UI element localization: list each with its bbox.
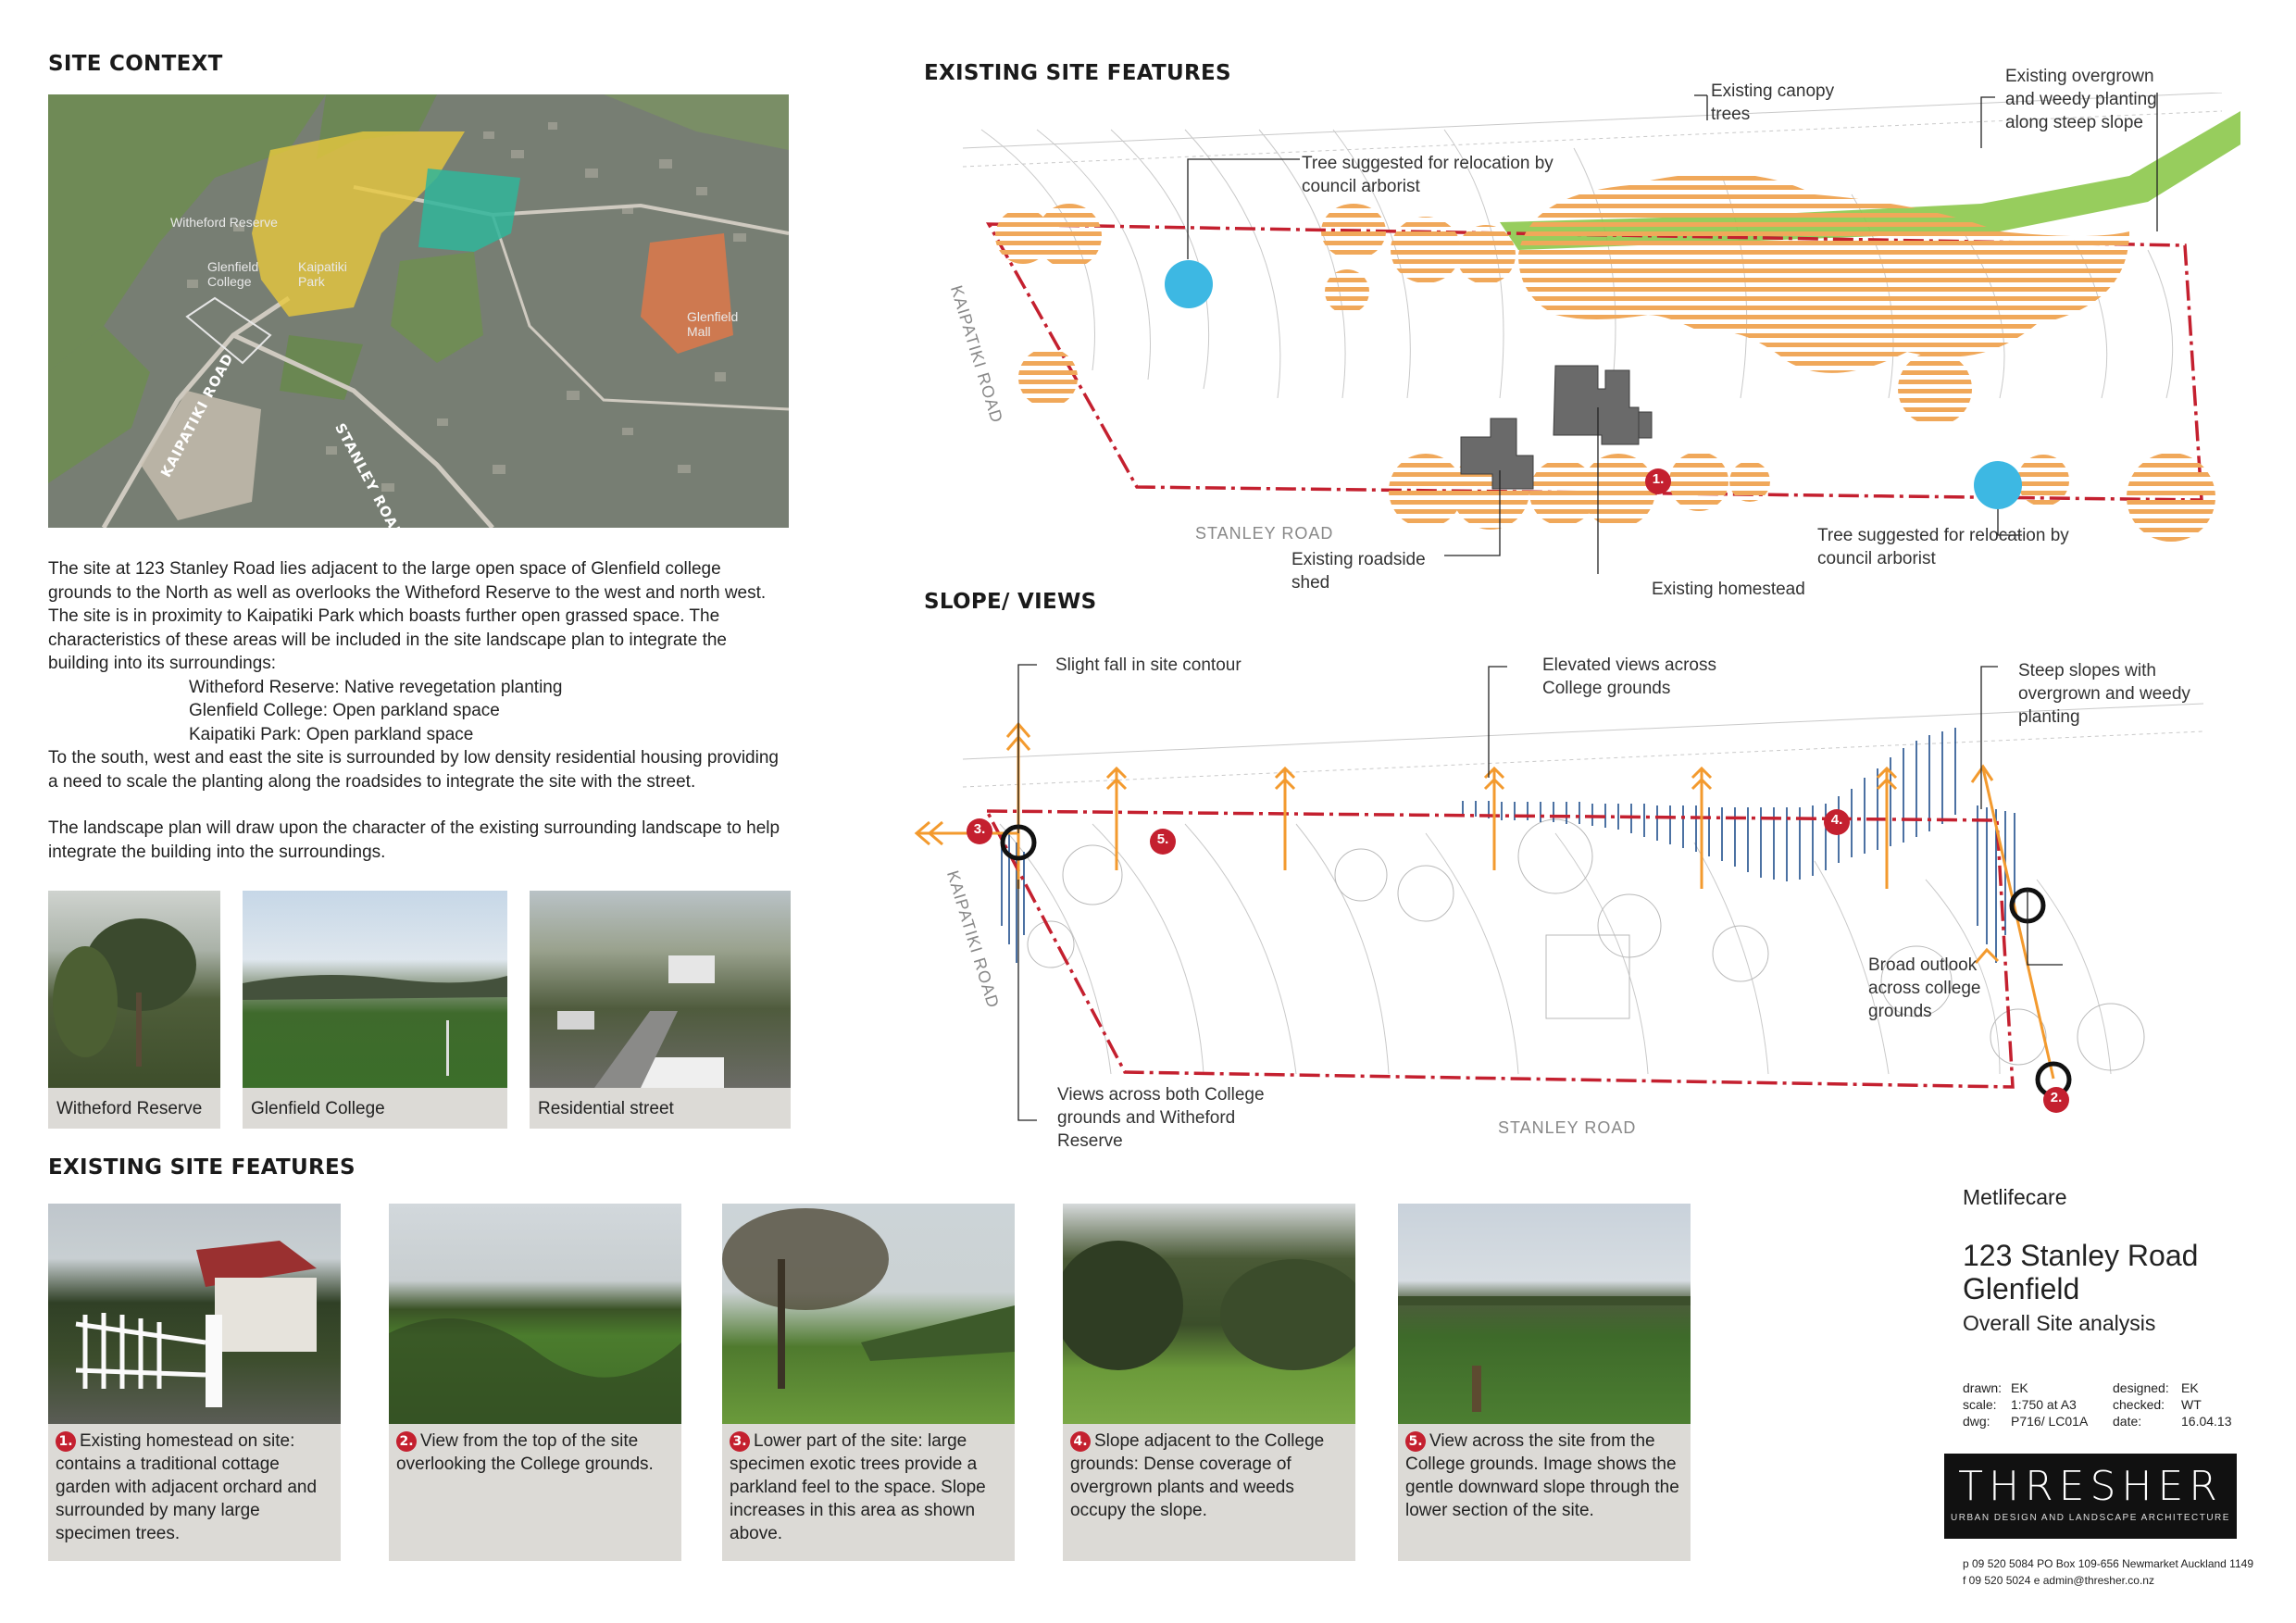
slope-marker-2[interactable]: 2. [2050,1090,2063,1105]
meta-label: scale: [1963,1397,1997,1412]
feature-photo-top-view [389,1204,681,1424]
drawing-meta-table: drawn: EK designed: EK scale: 1:750 at A… [1963,1380,2236,1429]
label-canopy-trees: Existing canopy trees [1711,81,1835,124]
label-relocation-tree-a: Tree suggested for relocation by council… [1302,154,1554,196]
site-context-list-item: Kaipatiki Park: Open parkland space [189,724,474,744]
slope-views-plan: KAIPATIKI ROAD STANLEY ROAD 3. 5. 4. 2. [907,648,2240,1148]
contact-line-1: p 09 520 5084 PO Box 109-656 Newmarket A… [1963,1557,2253,1570]
feature-caption-text: View across the site from the College gr… [1405,1431,1679,1520]
meta-value: EK [2181,1380,2199,1395]
feature-caption-text: View from the top of the site overlookin… [396,1431,654,1474]
meta-value: WT [2181,1397,2202,1412]
slope-road-stanley: STANLEY ROAD [1498,1118,1637,1137]
feature-photo-homestead [48,1204,341,1424]
feature-number-badge: 2. [396,1431,417,1452]
feature-photo-lower-site [722,1204,1015,1424]
aerial-map-graphic [48,94,789,528]
label-relocation-tree-b: Tree suggested for relocation by council… [1817,526,2069,568]
label-roadside-shed: Existing roadside shed [1292,550,1426,593]
label-views-both: Views across both College grounds and Wi… [1057,1085,1265,1151]
feature-number-badge: 4. [1070,1431,1091,1452]
site-context-list-item: Witheford Reserve: Native revegetation p… [189,677,563,697]
slope-marker-3[interactable]: 3. [973,821,986,837]
contact-line-2: f 09 520 5024 e admin@thresher.co.nz [1963,1574,2154,1587]
site-context-paragraph-1: The site at 123 Stanley Road lies adjace… [48,559,767,673]
label-elevated-views: Elevated views across College grounds [1542,655,1716,698]
meta-value: P716/ LC01A [2011,1414,2089,1429]
label-broad-outlook: Broad outlook across college grounds [1868,955,1981,1021]
label-existing-homestead: Existing homestead [1652,580,1805,599]
site-context-heading: SITE CONTEXT [48,52,223,76]
meta-value: 16.04.13 [2181,1414,2232,1429]
map-label-glenfield-mall: Glenfield Mall [687,309,739,339]
feature-caption: 3.Lower part of the site: large specimen… [722,1424,1015,1561]
site-context-paragraph-3: The landscape plan will draw upon the ch… [48,818,780,862]
plan-marker-1[interactable]: 1. [1652,471,1665,487]
drawing-subtitle: Overall Site analysis [1963,1311,2156,1335]
photo-glenfield-college [243,891,507,1088]
meta-label: date: [2113,1414,2142,1429]
feature-number-badge: 1. [56,1431,76,1452]
feature-caption-text: Existing homestead on site: contains a t… [56,1431,318,1543]
feature-number-badge: 3. [730,1431,750,1452]
project-address-line-2: Glenfield [1963,1272,2080,1305]
meta-label: checked: [2113,1397,2165,1412]
meta-value: EK [2011,1380,2028,1395]
client-name: Metlifecare [1963,1185,2067,1209]
aerial-map: Witheford Reserve Glenfield College Kaip… [48,94,789,528]
meta-label: designed: [2113,1380,2169,1395]
logo-subtitle: URBAN DESIGN AND LANDSCAPE ARCHITECTURE [1951,1513,2230,1523]
slope-views-heading: SLOPE/ VIEWS [924,590,1097,614]
label-overgrown-planting: Existing overgrown and weedy planting al… [2005,67,2157,132]
existing-features-plan-graphic [962,79,2250,586]
meta-label: drawn: [1963,1380,2003,1395]
plan-road-stanley: STANLEY ROAD [1195,524,1334,543]
site-context-description: The site at 123 Stanley Road lies adjace… [48,557,789,864]
feature-photo-college-view [1398,1204,1691,1424]
feature-caption: 4.Slope adjacent to the College grounds:… [1063,1424,1355,1561]
label-slight-fall: Slight fall in site contour [1055,655,1242,675]
meta-value: 1:750 at A3 [2011,1397,2077,1412]
site-context-list-item: Glenfield College: Open parkland space [189,701,500,720]
project-address-line-1: 123 Stanley Road [1963,1239,2199,1272]
feature-caption: 2.View from the top of the site overlook… [389,1424,681,1561]
site-context-paragraph-2: To the south, west and east the site is … [48,748,779,792]
thresher-logo: THRESHER URBAN DESIGN AND LANDSCAPE ARCH… [1944,1454,2237,1539]
slope-views-plan-graphic [914,664,2204,1121]
map-label-witheford: Witheford Reserve [170,215,278,230]
slope-marker-5[interactable]: 5. [1156,831,1169,847]
photo-caption: Glenfield College [243,1088,507,1129]
label-steep-slopes: Steep slopes with overgrown and weedy pl… [2018,661,2190,727]
map-label-glenfield-college: Glenfield College [207,259,259,289]
feature-caption: 1.Existing homestead on site: contains a… [48,1424,341,1561]
existing-features-plan-heading: EXISTING SITE FEATURES [924,61,1231,85]
feature-caption-text: Slope adjacent to the College grounds: D… [1070,1431,1325,1520]
feature-caption-text: Lower part of the site: large specimen e… [730,1431,986,1543]
slope-marker-4[interactable]: 4. [1830,812,1843,828]
photo-residential-street [530,891,791,1088]
feature-photo-slope [1063,1204,1355,1424]
feature-caption: 5.View across the site from the College … [1398,1424,1691,1561]
meta-label: dwg: [1963,1414,1990,1429]
photo-caption: Witheford Reserve [48,1088,220,1129]
logo-wordmark: THRESHER [1958,1463,2223,1510]
existing-features-photos-heading: EXISTING SITE FEATURES [48,1155,356,1180]
photo-witheford-reserve [48,891,220,1088]
photo-caption: Residential street [530,1088,791,1129]
map-label-kaipatiki-park: Kaipatiki Park [298,259,347,289]
existing-features-plan: KAIPATIKI ROAD STANLEY ROAD 1. [926,79,2250,586]
feature-number-badge: 5. [1405,1431,1426,1452]
